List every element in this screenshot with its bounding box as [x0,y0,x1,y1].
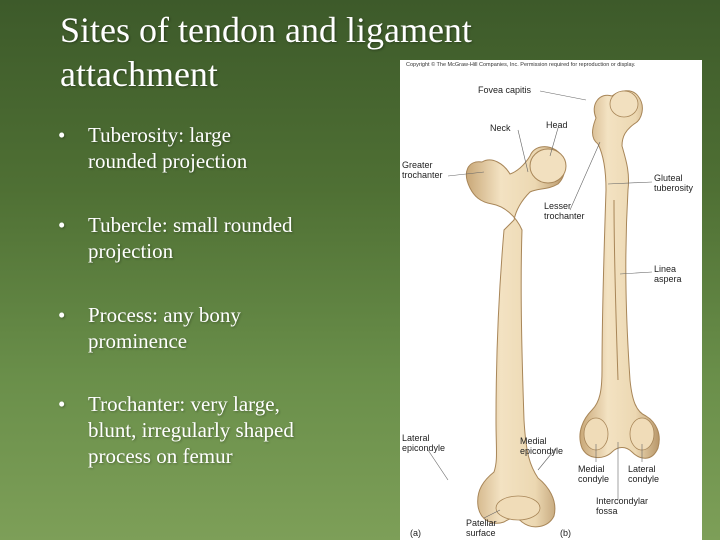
bullet-text-line: projection [88,239,174,263]
label-greater-trochanter-2: trochanter [402,170,443,180]
femur-anterior [466,146,567,528]
bullet-process: • Process: any bony prominence [58,302,241,354]
bullet-symbol: • [58,392,66,416]
bullet-text-line: prominence [88,329,188,353]
bullet-text-line: rounded projection [88,149,248,173]
bullet-tuberosity: • Tuberosity: large rounded projection [58,122,247,174]
bullet-text-line: Process: any bony [88,303,241,327]
label-panel-a: (a) [410,528,421,538]
bullet-tubercle: • Tubercle: small rounded projection [58,212,293,264]
bullet-text-line: Tuberosity: large [88,123,231,147]
femur-a-patellar-surface [495,495,541,521]
bullet-symbol: • [58,303,66,327]
bullet-symbol: • [58,123,66,147]
label-medial-epicondyle-1: Medial [520,436,547,446]
title-line-1: Sites of tendon and ligament [60,10,472,50]
label-medial-condyle-2: condyle [578,474,609,484]
femur-b-shape [579,90,660,459]
linea-aspera-ridge [613,199,619,381]
title-line-2: attachment [60,54,218,94]
label-greater-trochanter-1: Greater [402,160,433,170]
femur-b-head [609,90,639,118]
label-lateral-condyle-2: condyle [628,474,659,484]
label-medial-condyle-1: Medial [578,464,605,474]
label-gluteal-tuberosity-1: Gluteal [654,173,683,183]
label-lateral-condyle-1: Lateral [628,464,656,474]
label-panel-b: (b) [560,528,571,538]
label-medial-epicondyle-2: epicondyle [520,446,563,456]
label-gluteal-tuberosity-2: tuberosity [654,183,694,193]
femur-illustration: Copyright © The McGraw-Hill Companies, I… [402,61,694,538]
femur-a-head [529,148,567,184]
copyright-notice: Copyright © The McGraw-Hill Companies, I… [406,61,636,68]
slide-title: Sites of tendon and ligament attachment [60,8,580,96]
bullet-symbol: • [58,213,66,237]
bullet-trochanter: • Trochanter: very large, blunt, irregul… [58,391,294,469]
label-linea-aspera-2: aspera [654,274,682,284]
bullet-text-line: Tubercle: small rounded [88,213,293,237]
leader-lines [427,90,653,519]
label-patellar-surface-1: Patellar [466,518,497,528]
bullet-text-line: blunt, irregularly shaped [88,418,294,442]
label-lesser-trochanter-1: Lesser [544,201,571,211]
femur-posterior [579,90,660,459]
label-intercondylar-fossa-1: Intercondylar [596,496,648,506]
femur-a-shape [466,146,565,528]
femur-figure: Copyright © The McGraw-Hill Companies, I… [400,60,702,540]
label-lateral-epicondyle-1: Lateral [402,433,430,443]
label-intercondylar-fossa-2: fossa [596,506,618,516]
label-linea-aspera-1: Linea [654,264,676,274]
bullet-text-line: process on femur [88,444,233,468]
label-head: Head [546,120,568,130]
bullet-text-line: Trochanter: very large, [88,392,280,416]
label-lateral-epicondyle-2: epicondyle [402,443,445,453]
label-neck: Neck [490,123,511,133]
label-lesser-trochanter-2: trochanter [544,211,585,221]
label-fovea-capitis: Fovea capitis [478,85,532,95]
label-patellar-surface-2: surface [466,528,496,538]
